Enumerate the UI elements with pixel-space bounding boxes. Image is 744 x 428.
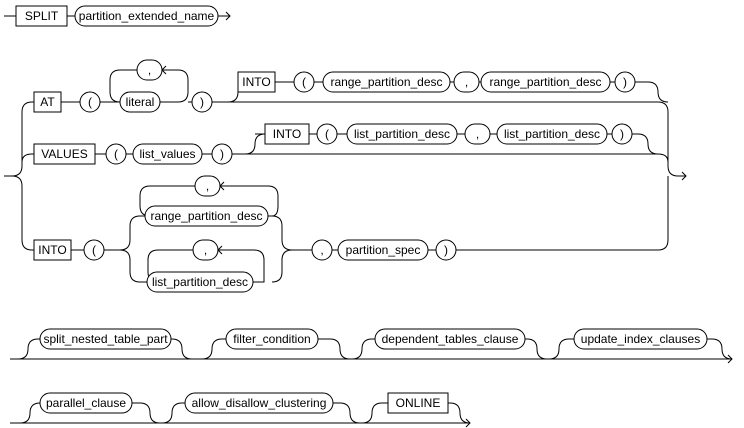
at-into-rparen-oval [614, 71, 636, 93]
filter-condition-label: filter_condition [233, 332, 310, 346]
at-rparen: ) [200, 95, 204, 109]
row-optional-clauses-1: split_nested_table_part filter_condition… [10, 328, 733, 364]
into-partition-spec-comma: , [320, 243, 323, 257]
at-into-rparen: ) [623, 75, 627, 89]
into-keyword: INTO [38, 243, 66, 257]
partition-spec-oval [337, 239, 429, 261]
at-rparen-oval [191, 91, 213, 113]
online-keyword-box [387, 392, 449, 414]
partition-extended-name-oval [74, 5, 219, 27]
into-list-partition-desc-oval [146, 271, 254, 293]
values-keyword: VALUES [41, 147, 87, 161]
allow-disallow-clustering-label: allow_disallow_clustering [192, 396, 327, 410]
row-optional-clauses-2: parallel_clause allow_disallow_clusterin… [10, 392, 471, 428]
literal-comma-oval [136, 59, 163, 81]
at-lparen: ( [88, 95, 92, 109]
literal-comma: , [148, 63, 151, 77]
into-range-comma: , [206, 179, 209, 193]
split-nested-table-part-label: split_nested_table_part [43, 332, 168, 346]
at-range-partition-desc-1-oval [322, 71, 451, 93]
partition-extended-name-label: partition_extended_name [79, 9, 215, 23]
filter-condition-oval [225, 328, 319, 350]
partition-spec-label: partition_spec [346, 243, 421, 257]
values-lparen-oval [105, 143, 127, 165]
values-list-partition-desc-2-oval [496, 123, 608, 145]
into-list-partition-desc-label: list_partition_desc [152, 275, 248, 289]
values-list-partition-desc-2-label: list_partition_desc [504, 127, 600, 141]
list-values-oval [132, 143, 203, 165]
at-keyword: AT [40, 95, 55, 109]
at-into-lparen-oval [293, 71, 315, 93]
values-lparen: ( [114, 147, 118, 161]
dependent-tables-clause-oval [374, 328, 526, 350]
at-into-comma-oval [453, 71, 480, 93]
values-into-rparen-oval [611, 123, 633, 145]
values-rparen: ) [220, 147, 224, 161]
row-partition-alternatives: AT ( literal , ) INTO ( range_partition_… [4, 59, 687, 293]
values-keyword-box [33, 143, 96, 165]
allow-disallow-clustering-oval [184, 392, 334, 414]
split-keyword-box [15, 5, 68, 27]
values-into-comma: , [476, 127, 479, 141]
values-into-comma-oval [464, 123, 491, 145]
at-into-keyword: INTO [242, 75, 270, 89]
update-index-clauses-oval [573, 328, 708, 350]
into-partition-spec-comma-oval [311, 239, 333, 261]
update-index-clauses-label: update_index_clauses [581, 332, 700, 346]
into-range-comma-oval [194, 175, 221, 197]
values-into-keyword-box [264, 123, 310, 145]
values-into-keyword: INTO [273, 127, 301, 141]
into-rparen: ) [444, 243, 448, 257]
at-into-lparen: ( [302, 75, 306, 89]
parallel-clause-label: parallel_clause [46, 396, 126, 410]
at-range-partition-desc-1-label: range_partition_desc [330, 75, 442, 89]
literal-oval [119, 91, 161, 113]
values-rparen-oval [211, 143, 233, 165]
split-keyword: SPLIT [25, 9, 59, 23]
values-list-partition-desc-1-label: list_partition_desc [354, 127, 450, 141]
dependent-tables-clause-label: dependent_tables_clause [382, 332, 519, 346]
values-into-lparen-oval [316, 123, 338, 145]
at-range-partition-desc-2-oval [480, 71, 611, 93]
into-rparen-oval [435, 239, 457, 261]
at-into-comma: , [465, 75, 468, 89]
online-keyword: ONLINE [396, 396, 441, 410]
values-into-rparen: ) [620, 127, 624, 141]
at-into-keyword-box [237, 71, 276, 93]
values-list-partition-desc-1-oval [346, 123, 458, 145]
into-lparen: ( [92, 243, 96, 257]
values-into-lparen: ( [325, 127, 329, 141]
into-list-comma: , [204, 243, 207, 257]
into-list-comma-oval [192, 239, 219, 261]
at-keyword-box [33, 91, 62, 113]
parallel-clause-oval [39, 392, 133, 414]
into-keyword-box [33, 239, 72, 261]
at-range-partition-desc-2-label: range_partition_desc [489, 75, 601, 89]
split-nested-table-part-oval [39, 328, 172, 350]
literal-label: literal [126, 95, 155, 109]
into-range-partition-desc-oval [144, 205, 269, 227]
into-range-partition-desc-label: range_partition_desc [150, 209, 262, 223]
row-split: SPLIT partition_extended_name [4, 5, 231, 27]
list-values-label: list_values [139, 147, 195, 161]
into-lparen-oval [83, 239, 105, 261]
at-lparen-oval [79, 91, 101, 113]
